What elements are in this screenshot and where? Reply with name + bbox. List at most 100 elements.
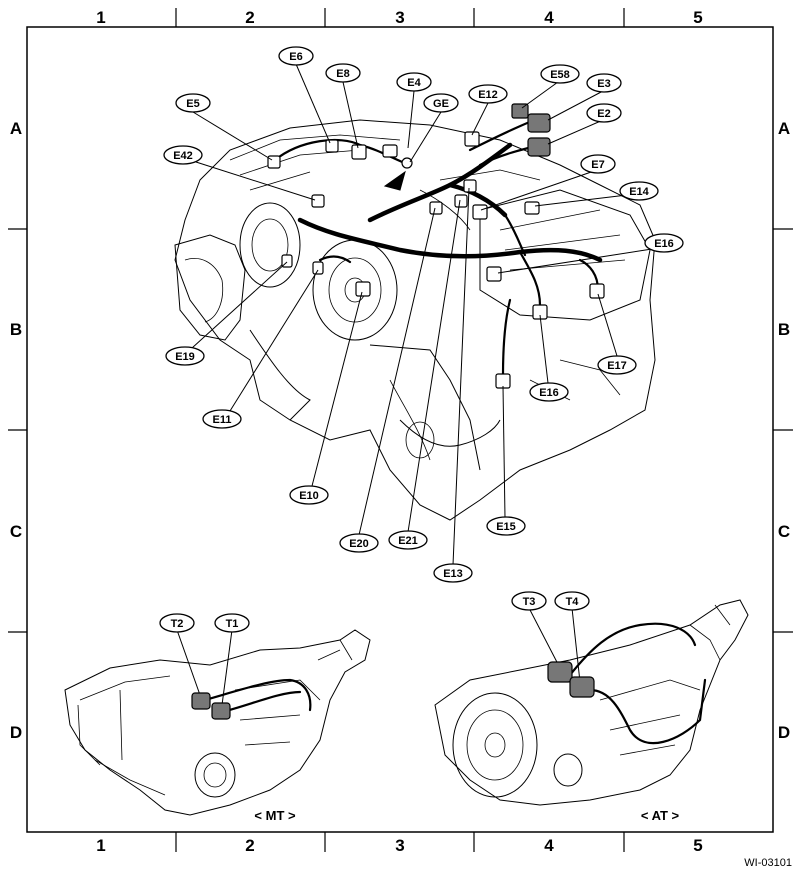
row-label-left-b: B [10, 320, 22, 339]
connector-e3-body [527, 113, 551, 133]
callout-t4: T4 [554, 591, 590, 611]
callout-e5: E5 [175, 93, 211, 113]
callout-e19: E19 [165, 346, 205, 366]
callout-t1: T1 [214, 613, 250, 633]
at-transmission-illustration [434, 599, 749, 806]
connector-t1-body [211, 702, 231, 720]
callout-t2: T2 [159, 613, 195, 633]
callout-e3: E3 [586, 73, 622, 93]
row-label-left-a: A [10, 119, 22, 138]
callout-leaders [176, 63, 653, 706]
column-label-top-1: 1 [96, 8, 105, 27]
callout-e10-text: E10 [299, 490, 319, 502]
connector-ge-body [401, 157, 413, 169]
callout-e16-upper-text: E16 [654, 238, 674, 250]
callout-e6-text: E6 [289, 51, 302, 63]
callout-e13: E13 [433, 563, 473, 583]
callout-t1-text: T1 [226, 618, 239, 630]
row-label-right-b: B [778, 320, 790, 339]
row-label-right-c: C [778, 522, 790, 541]
callout-e12-text: E12 [478, 89, 498, 101]
callout-e14-text: E14 [629, 186, 649, 198]
callout-e16-lower-text: E16 [539, 387, 559, 399]
callout-e2-text: E2 [597, 108, 610, 120]
connector-e15-body [495, 373, 511, 389]
column-label-bottom-4: 4 [544, 836, 554, 855]
engine-connectors [267, 103, 605, 389]
column-label-bottom-5: 5 [693, 836, 702, 855]
connector-t2-body [191, 692, 211, 710]
connector-e42-body [311, 194, 325, 208]
callout-e4-text: E4 [407, 77, 421, 89]
connector-e12-body [464, 131, 480, 147]
callout-t3-text: T3 [523, 596, 536, 608]
connector-e10-body [355, 281, 371, 297]
engine-harness [273, 116, 603, 377]
callout-e13-text: E13 [443, 568, 463, 580]
row-label-right-d: D [778, 723, 790, 742]
connector-e6-body [325, 139, 339, 153]
callout-e3-text: E3 [597, 78, 610, 90]
callout-e5-text: E5 [186, 98, 199, 110]
column-label-top-3: 3 [395, 8, 404, 27]
callout-e15: E15 [486, 516, 526, 536]
mt-caption: < MT > [254, 808, 296, 823]
column-label-top-4: 4 [544, 8, 554, 27]
callout-e4: E4 [396, 72, 432, 92]
callout-ge: GE [423, 93, 459, 113]
column-label-top-5: 5 [693, 8, 702, 27]
connector-e11-body [312, 261, 324, 275]
callout-t3: T3 [511, 591, 547, 611]
column-label-bottom-1: 1 [96, 836, 105, 855]
diagram-frame [8, 8, 793, 852]
at-caption: < AT > [641, 808, 680, 823]
callout-e19-text: E19 [175, 351, 195, 363]
callout-e20: E20 [339, 533, 379, 553]
callout-e8-text: E8 [336, 68, 349, 80]
connector-e2-body [527, 137, 551, 157]
connector-e16-upper-body [486, 266, 502, 282]
column-label-top-2: 2 [245, 8, 254, 27]
callout-e2: E2 [586, 103, 622, 123]
callouts: E6 E8 E4 GE E12 E58 E3 E2 E5 E42 E7 E14 … [159, 46, 684, 633]
connector-e21-body [454, 194, 468, 208]
callout-e42: E42 [163, 145, 203, 165]
column-label-bottom-2: 2 [245, 836, 254, 855]
callout-e58: E58 [540, 64, 580, 84]
callout-ge-text: GE [433, 98, 449, 110]
callout-e16-lower: E16 [529, 382, 569, 402]
callout-e17: E17 [597, 355, 637, 375]
callout-e12: E12 [468, 84, 508, 104]
callout-e7: E7 [580, 154, 616, 174]
connector-e13-body [463, 179, 477, 193]
callout-t2-text: T2 [171, 618, 184, 630]
callout-e21-text: E21 [398, 535, 418, 547]
callout-e10: E10 [289, 485, 329, 505]
callout-e11-text: E11 [213, 414, 232, 426]
callout-e6: E6 [278, 46, 314, 66]
connector-e5-body [267, 155, 281, 169]
callout-e17-text: E17 [607, 360, 627, 372]
connector-t4-body [569, 676, 595, 698]
connector-e7-body [472, 204, 488, 220]
connector-e17-body [589, 283, 605, 299]
figure-id: WI-03101 [744, 857, 792, 869]
connector-e58-body [511, 103, 529, 119]
callout-e7-text: E7 [591, 159, 604, 171]
callout-e8: E8 [325, 63, 361, 83]
grid-labels: 1 2 3 4 5 1 2 3 4 5 A B C D A B C D [10, 8, 790, 855]
callout-e58-text: E58 [550, 69, 570, 81]
engine-illustration [174, 119, 656, 521]
row-label-left-c: C [10, 522, 22, 541]
callout-t4-text: T4 [566, 596, 580, 608]
column-label-bottom-3: 3 [395, 836, 404, 855]
callout-e20-text: E20 [349, 538, 369, 550]
callout-e16-upper: E16 [644, 233, 684, 253]
callout-e14: E14 [619, 181, 659, 201]
callout-e11: E11 [202, 409, 242, 429]
callout-e15-text: E15 [496, 521, 516, 533]
connector-e4-body [382, 144, 398, 158]
connector-e8-body [351, 144, 367, 160]
connector-t3-body [547, 661, 573, 683]
